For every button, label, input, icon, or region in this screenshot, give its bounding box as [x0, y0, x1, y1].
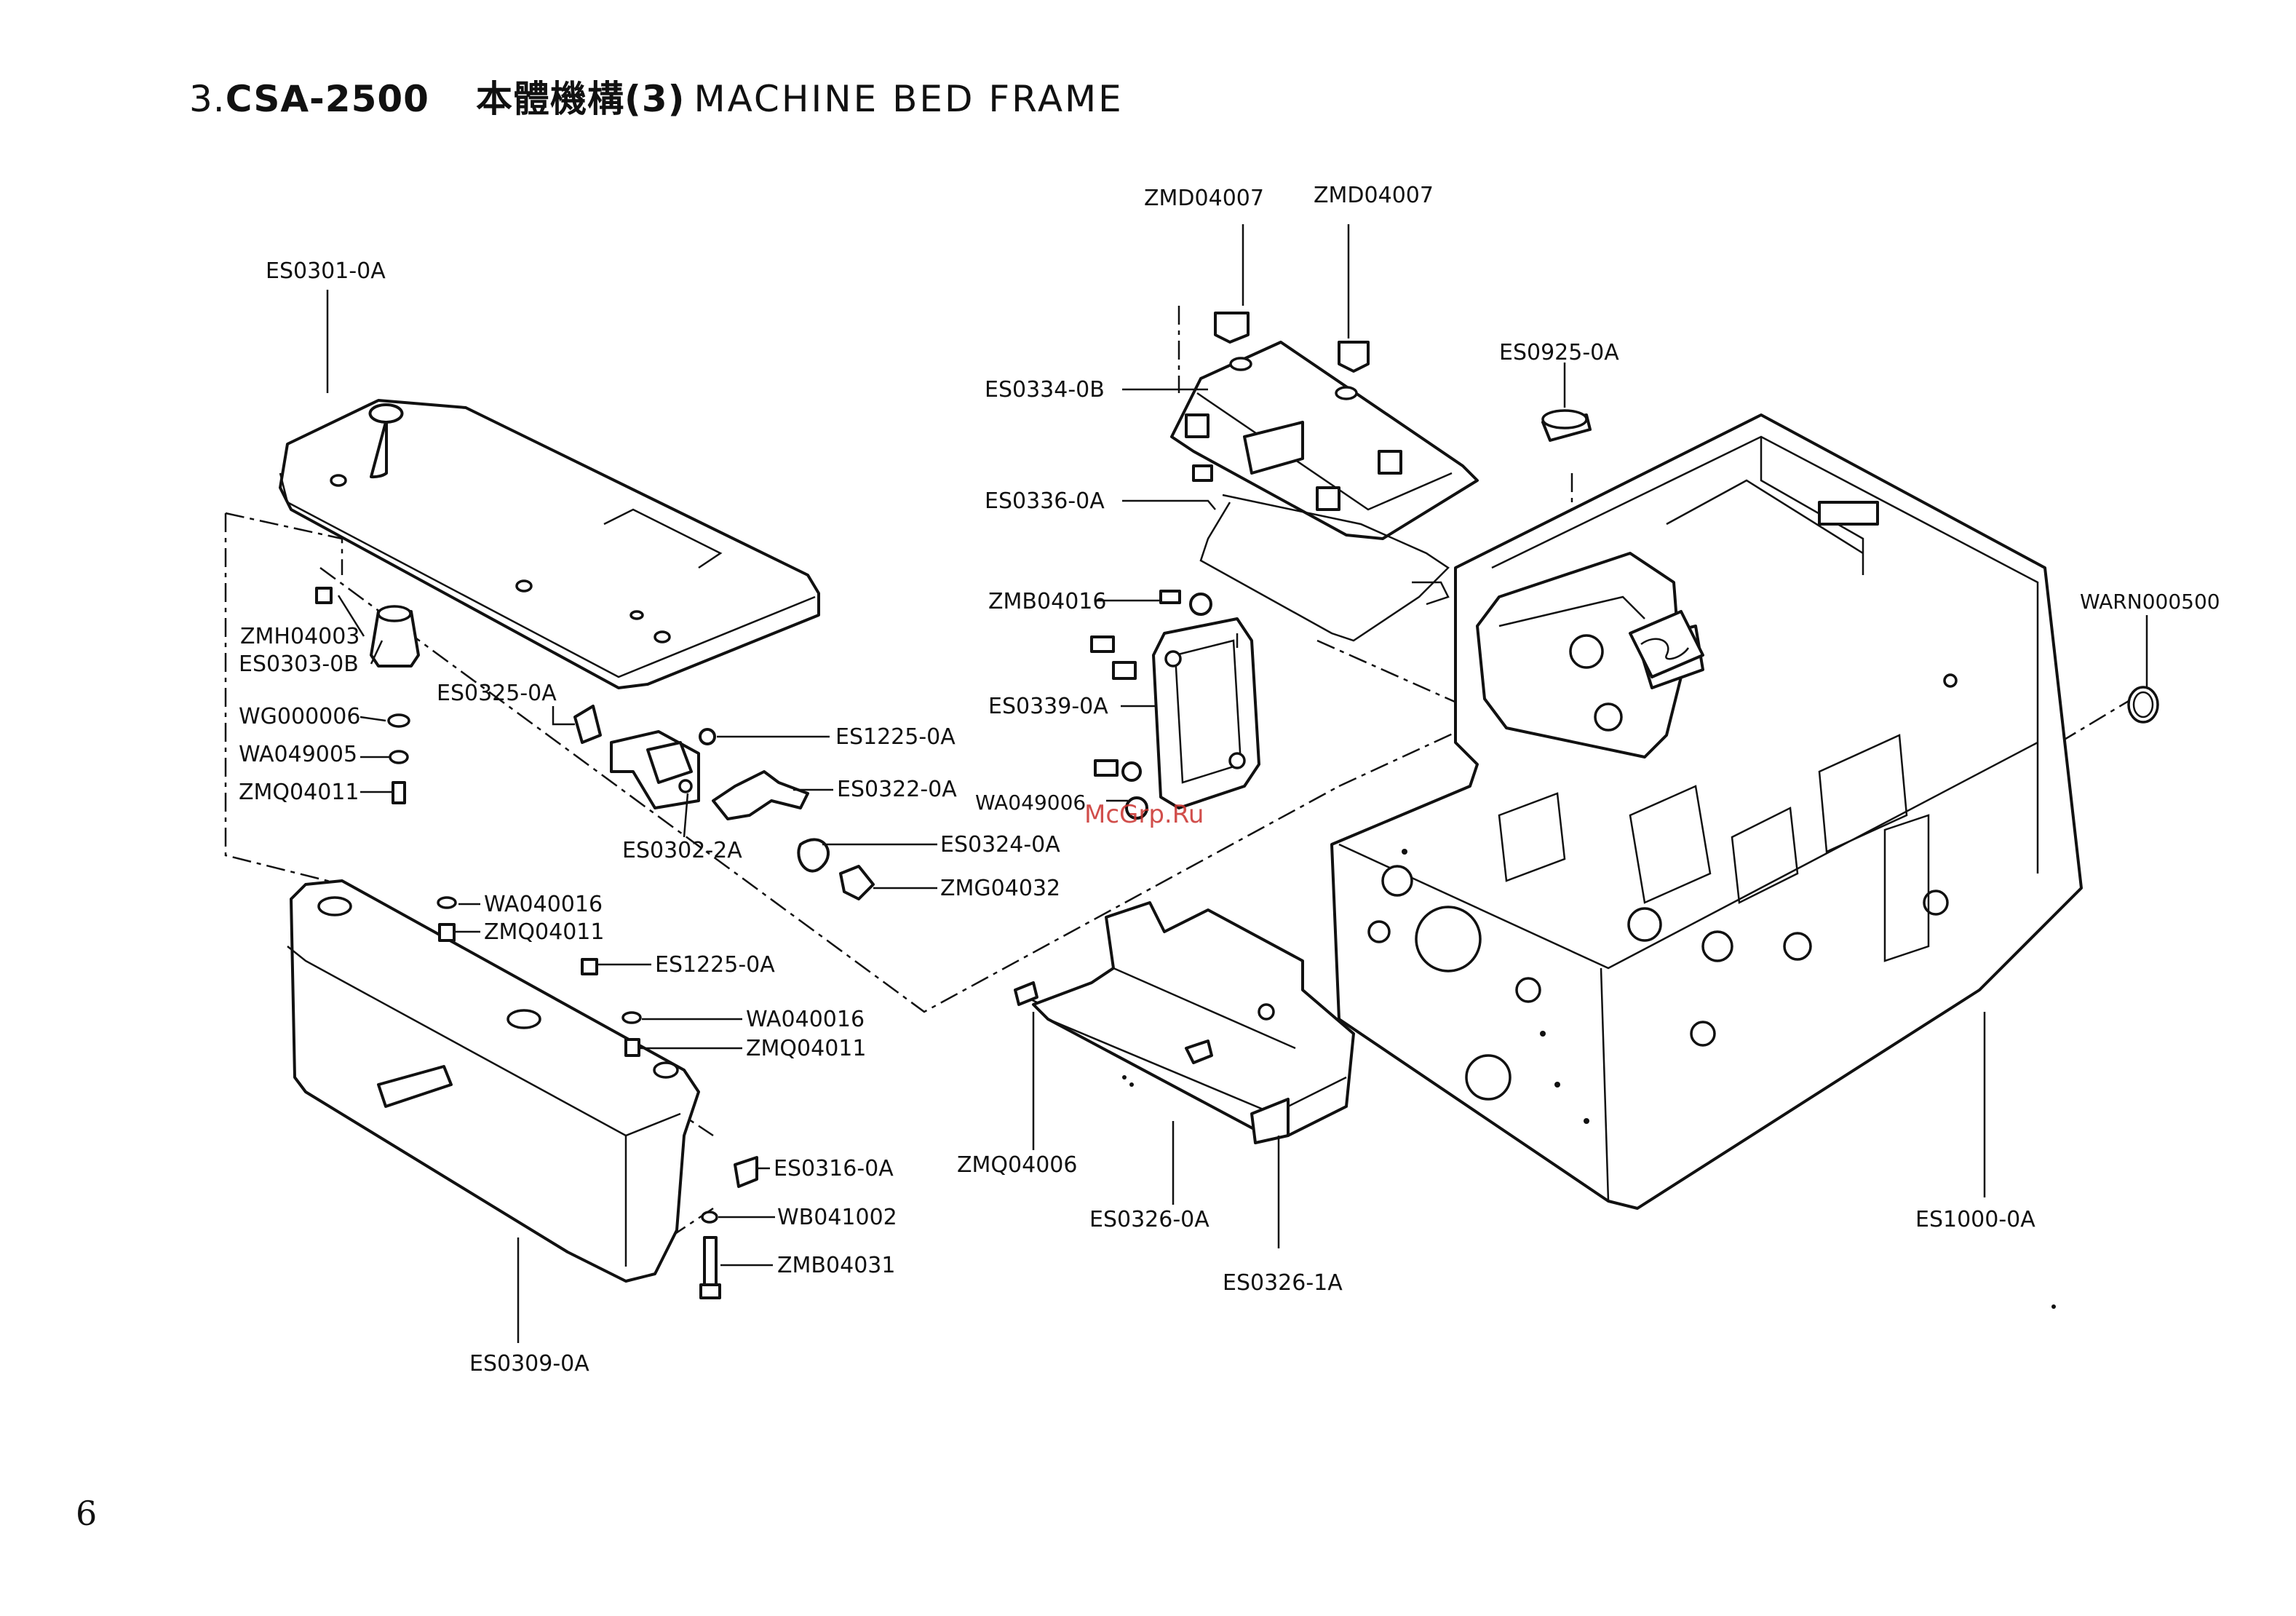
part-label-wg000006: WG000006	[239, 704, 360, 729]
warning-label-warn000500	[2127, 686, 2159, 724]
part-label-es0302-2a: ES0302-2A	[622, 838, 742, 863]
upper-plate-es0334	[1170, 312, 1479, 540]
side-cover-es0339	[1090, 590, 1260, 820]
part-label-es0339-0a: ES0339-0A	[988, 694, 1108, 719]
bed-frame-es1000	[1330, 413, 2083, 1210]
title-english: MACHINE BED FRAME	[694, 78, 1124, 120]
part-labels: ES0301-0A ZMH04003 ES0303-0B WG000006 WA…	[239, 183, 2220, 1377]
part-label-es0325-0a: ES0325-0A	[437, 681, 557, 706]
part-label-zmb04016: ZMB04016	[988, 589, 1106, 614]
part-label-zmd04007-left: ZMD04007	[1144, 186, 1264, 211]
brand-logo-plate	[1629, 610, 1704, 678]
part-label-zmd04007-right: ZMD04007	[1314, 183, 1434, 208]
part-label-es1225-0a-upper: ES1225-0A	[835, 724, 956, 750]
part-label-zmq04006: ZMQ04006	[957, 1152, 1077, 1178]
gasket-es0336	[1199, 494, 1450, 642]
leader-lines	[326, 224, 2148, 1343]
part-label-zmq04011-lower: ZMQ04011	[746, 1036, 866, 1061]
pan-fasteners	[437, 896, 758, 1299]
oil-cap-es0925	[1541, 409, 1592, 442]
part-label-es0316-0a: ES0316-0A	[774, 1156, 894, 1181]
part-label-wb041002: WB041002	[777, 1205, 897, 1230]
part-label-es0925-0a: ES0925-0A	[1499, 340, 1619, 365]
left-fastener-stack	[315, 587, 420, 804]
part-label-es0324-0a: ES0324-0A	[940, 832, 1060, 857]
part-label-es1000-0a: ES1000-0A	[1915, 1207, 2035, 1232]
watermark: McGrp.Ru	[1084, 800, 1204, 829]
part-label-wa040016-upper: WA040016	[484, 892, 603, 917]
oil-pan-es0309	[287, 879, 700, 1283]
part-label-es0309-0a: ES0309-0A	[469, 1351, 589, 1377]
page-number: 6	[76, 1494, 98, 1533]
part-label-zmq04011-upper: ZMQ04011	[484, 919, 604, 945]
part-label-zmg04032: ZMG04032	[940, 876, 1060, 901]
part-label-es0326-1a: ES0326-1A	[1223, 1270, 1343, 1296]
top-cover-es0301	[279, 399, 820, 689]
part-label-es0336-0a: ES0336-0A	[985, 488, 1105, 514]
part-label-es0326-0a: ES0326-0A	[1089, 1207, 1209, 1232]
part-label-wa049006: WA049006	[975, 791, 1086, 815]
part-label-wa040016-lower: WA040016	[746, 1007, 865, 1032]
part-label-es1225-0a-lower: ES1225-0A	[655, 952, 775, 978]
model-number: CSA-2500	[225, 78, 429, 120]
part-label-es0303-0b: ES0303-0B	[239, 651, 359, 677]
page-title: 3.CSA-2500 本體機構(3)MACHINE BED FRAME	[189, 70, 1124, 122]
latch-bracket-group	[573, 705, 875, 900]
title-chinese: 本體機構(3)	[475, 78, 686, 120]
part-label-warn000500: WARN000500	[2080, 590, 2220, 614]
part-label-wa049005: WA049005	[239, 742, 357, 767]
section-number: 3.	[189, 78, 226, 120]
part-label-zmq04011-left: ZMQ04011	[239, 780, 359, 805]
base-cover-es0326	[1014, 901, 1355, 1144]
part-label-es0301-0a: ES0301-0A	[266, 258, 386, 284]
part-label-zmb04031: ZMB04031	[777, 1253, 895, 1278]
part-label-zmh04003: ZMH04003	[240, 624, 360, 649]
part-label-es0322-0a: ES0322-0A	[837, 777, 957, 802]
part-label-es0334-0b: ES0334-0B	[985, 377, 1105, 403]
